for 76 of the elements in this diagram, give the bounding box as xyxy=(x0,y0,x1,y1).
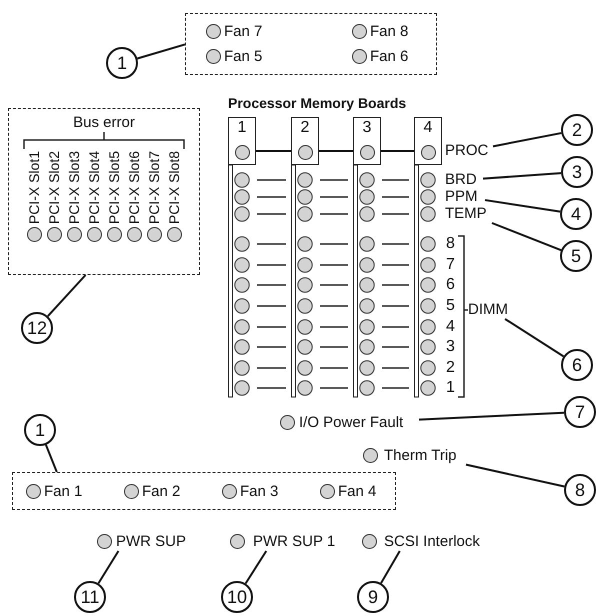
callout-number: 3 xyxy=(561,156,593,188)
dimm-number: 1 xyxy=(446,378,455,398)
callout-number: 11 xyxy=(74,581,106,613)
board-number: 2 xyxy=(300,119,310,137)
fan-label: Fan 5 xyxy=(224,48,262,66)
section-title: Processor Memory Boards xyxy=(228,95,406,111)
leader-line xyxy=(484,199,560,213)
dimm-number: 4 xyxy=(446,317,455,337)
indicator-label: BRD xyxy=(445,171,483,189)
board-box xyxy=(291,117,319,165)
leader-line xyxy=(492,222,562,252)
slot-label: PCI-X Slot2 xyxy=(45,151,63,224)
leader-line xyxy=(504,318,564,358)
group-heading: Bus error xyxy=(73,114,135,131)
slot-label: PCI-X Slot5 xyxy=(105,151,123,224)
callout-number: 10 xyxy=(221,581,253,613)
indicator-label: PROC xyxy=(445,142,493,160)
leader-line xyxy=(47,274,86,317)
board-number: 4 xyxy=(424,119,432,137)
indicator-label: PPM xyxy=(445,188,485,206)
indicator-label: PWR SUP 1 xyxy=(253,532,349,551)
leader-line xyxy=(492,132,562,148)
indicator-label: I/O Power Fault xyxy=(299,413,419,432)
fan-label: Fan 8 xyxy=(370,22,408,40)
slot-label: PCI-X Slot1 xyxy=(25,151,43,224)
dashed-fan-panel xyxy=(185,13,437,75)
board-number: 3 xyxy=(362,119,372,137)
fan-label: Fan 1 xyxy=(44,482,82,500)
board-number: 1 xyxy=(238,119,246,137)
fan-label: Fan 6 xyxy=(370,48,408,66)
board-box xyxy=(414,117,442,165)
slot-label: PCI-X Slot3 xyxy=(65,151,83,224)
dimm-number: 7 xyxy=(446,255,455,275)
fan-label: Fan 7 xyxy=(224,22,262,40)
dashed-fan-panel xyxy=(12,472,396,510)
callout-number: 1 xyxy=(24,414,56,446)
slot-label: PCI-X Slot7 xyxy=(145,151,163,224)
dimm-number: 3 xyxy=(446,337,455,357)
callout-number: 2 xyxy=(561,114,593,146)
callout-number: 4 xyxy=(560,198,592,230)
leader-line xyxy=(418,412,564,421)
dimm-number: 6 xyxy=(446,275,455,295)
fan-label: Fan 2 xyxy=(142,482,180,500)
callout-number: 8 xyxy=(564,474,596,506)
callout-number: 12 xyxy=(21,312,53,344)
indicator-label: DIMM xyxy=(468,301,514,319)
dimm-number: 5 xyxy=(446,296,455,316)
callout-number: 7 xyxy=(564,396,596,428)
board-box xyxy=(353,117,381,165)
slot-label: PCI-X Slot6 xyxy=(125,151,143,224)
indicator-label: TEMP xyxy=(445,205,493,223)
callout-number: 6 xyxy=(561,349,593,381)
dimm-number: 2 xyxy=(446,358,455,378)
slot-label: PCI-X Slot4 xyxy=(85,151,103,224)
slot-label: PCI-X Slot8 xyxy=(165,151,183,224)
callout-number: 5 xyxy=(560,240,592,272)
dashed-bus-panel xyxy=(8,108,200,275)
leader-line xyxy=(319,150,353,152)
callout-number: 1 xyxy=(106,47,138,79)
leader-line xyxy=(244,550,268,584)
leader-line xyxy=(380,550,401,584)
leader-line xyxy=(98,550,120,584)
indicator-label: SCSI Interlock xyxy=(384,532,496,551)
leader-line xyxy=(482,172,562,180)
board-box xyxy=(228,117,256,165)
leader-line xyxy=(256,150,291,152)
leader-line xyxy=(137,44,186,60)
fan-label: Fan 3 xyxy=(240,482,278,500)
indicator-label: PWR SUP xyxy=(116,532,196,551)
dimm-number: 8 xyxy=(446,234,455,254)
leader-line xyxy=(466,464,565,488)
leader-line xyxy=(45,444,58,472)
leader-line xyxy=(381,150,414,152)
indicator-label: Therm Trip xyxy=(384,446,466,465)
fan-label: Fan 4 xyxy=(338,482,376,500)
callout-number: 9 xyxy=(357,581,389,613)
